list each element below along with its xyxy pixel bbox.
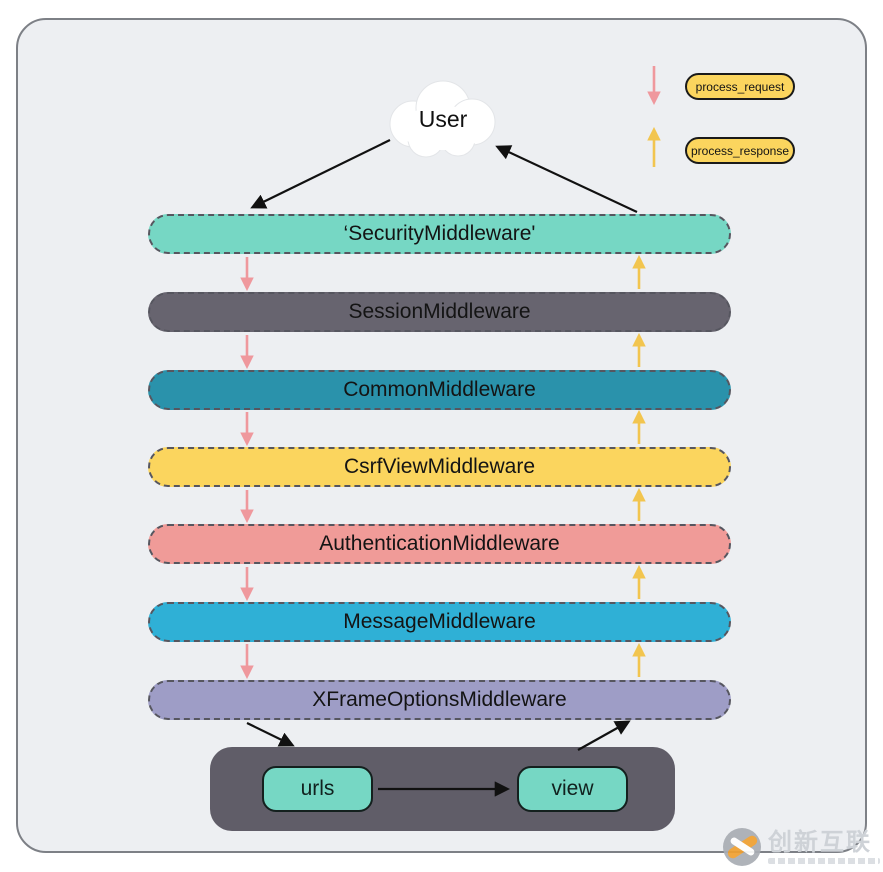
middleware-message: MessageMiddleware xyxy=(148,602,731,642)
middleware-common: CommonMiddleware xyxy=(148,370,731,410)
watermark: 创新互联 xyxy=(723,828,880,866)
urls-node: urls xyxy=(262,766,373,812)
middleware-session: SessionMiddleware xyxy=(148,292,731,332)
middleware-xframeoptions: XFrameOptionsMiddleware xyxy=(148,680,731,720)
url-view-container: urls view xyxy=(210,747,675,831)
legend-process-response: process_response xyxy=(685,137,795,164)
middleware-csrfview: CsrfViewMiddleware xyxy=(148,447,731,487)
middleware-security: ‘SecurityMiddleware' xyxy=(148,214,731,254)
view-node: view xyxy=(517,766,628,812)
watermark-subtext xyxy=(768,857,880,864)
watermark-logo-icon xyxy=(723,828,761,866)
middleware-authentication: AuthenticationMiddleware xyxy=(148,524,731,564)
user-node-label: User xyxy=(418,106,468,132)
legend-process-request: process_request xyxy=(685,73,795,100)
watermark-brand-text: 创新互联 xyxy=(768,830,880,864)
